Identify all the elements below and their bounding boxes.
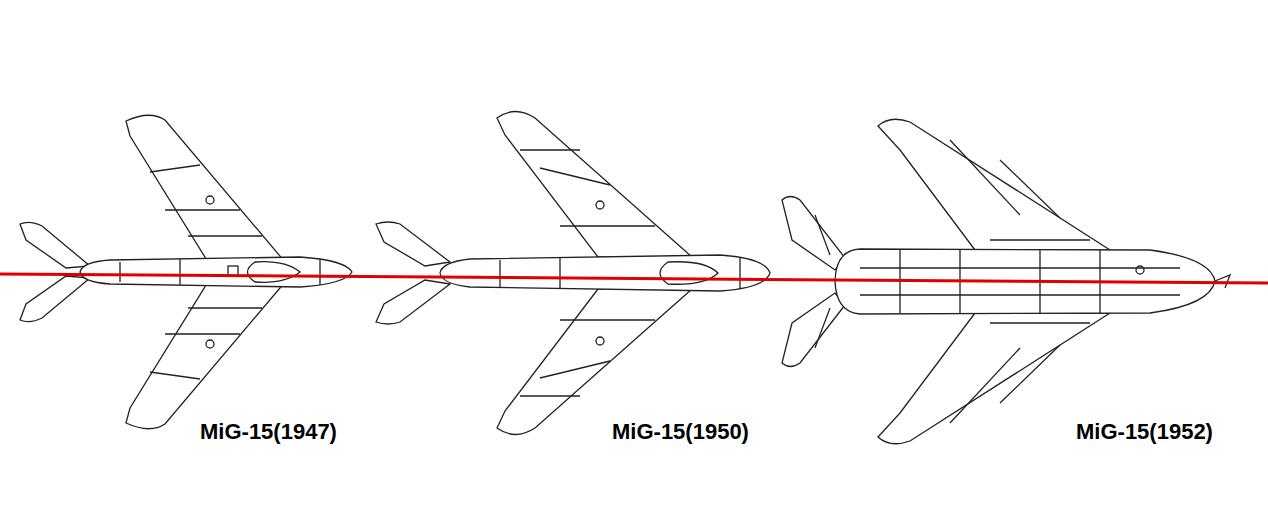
aircraft-1950	[376, 112, 770, 435]
aircraft-caption: MiG-15(1950)	[609, 419, 752, 445]
aircraft-caption: MiG-15(1947)	[197, 419, 340, 445]
aircraft-1947	[20, 115, 352, 429]
aircraft-caption: MiG-15(1952)	[1073, 419, 1216, 445]
reference-line	[0, 274, 1268, 283]
